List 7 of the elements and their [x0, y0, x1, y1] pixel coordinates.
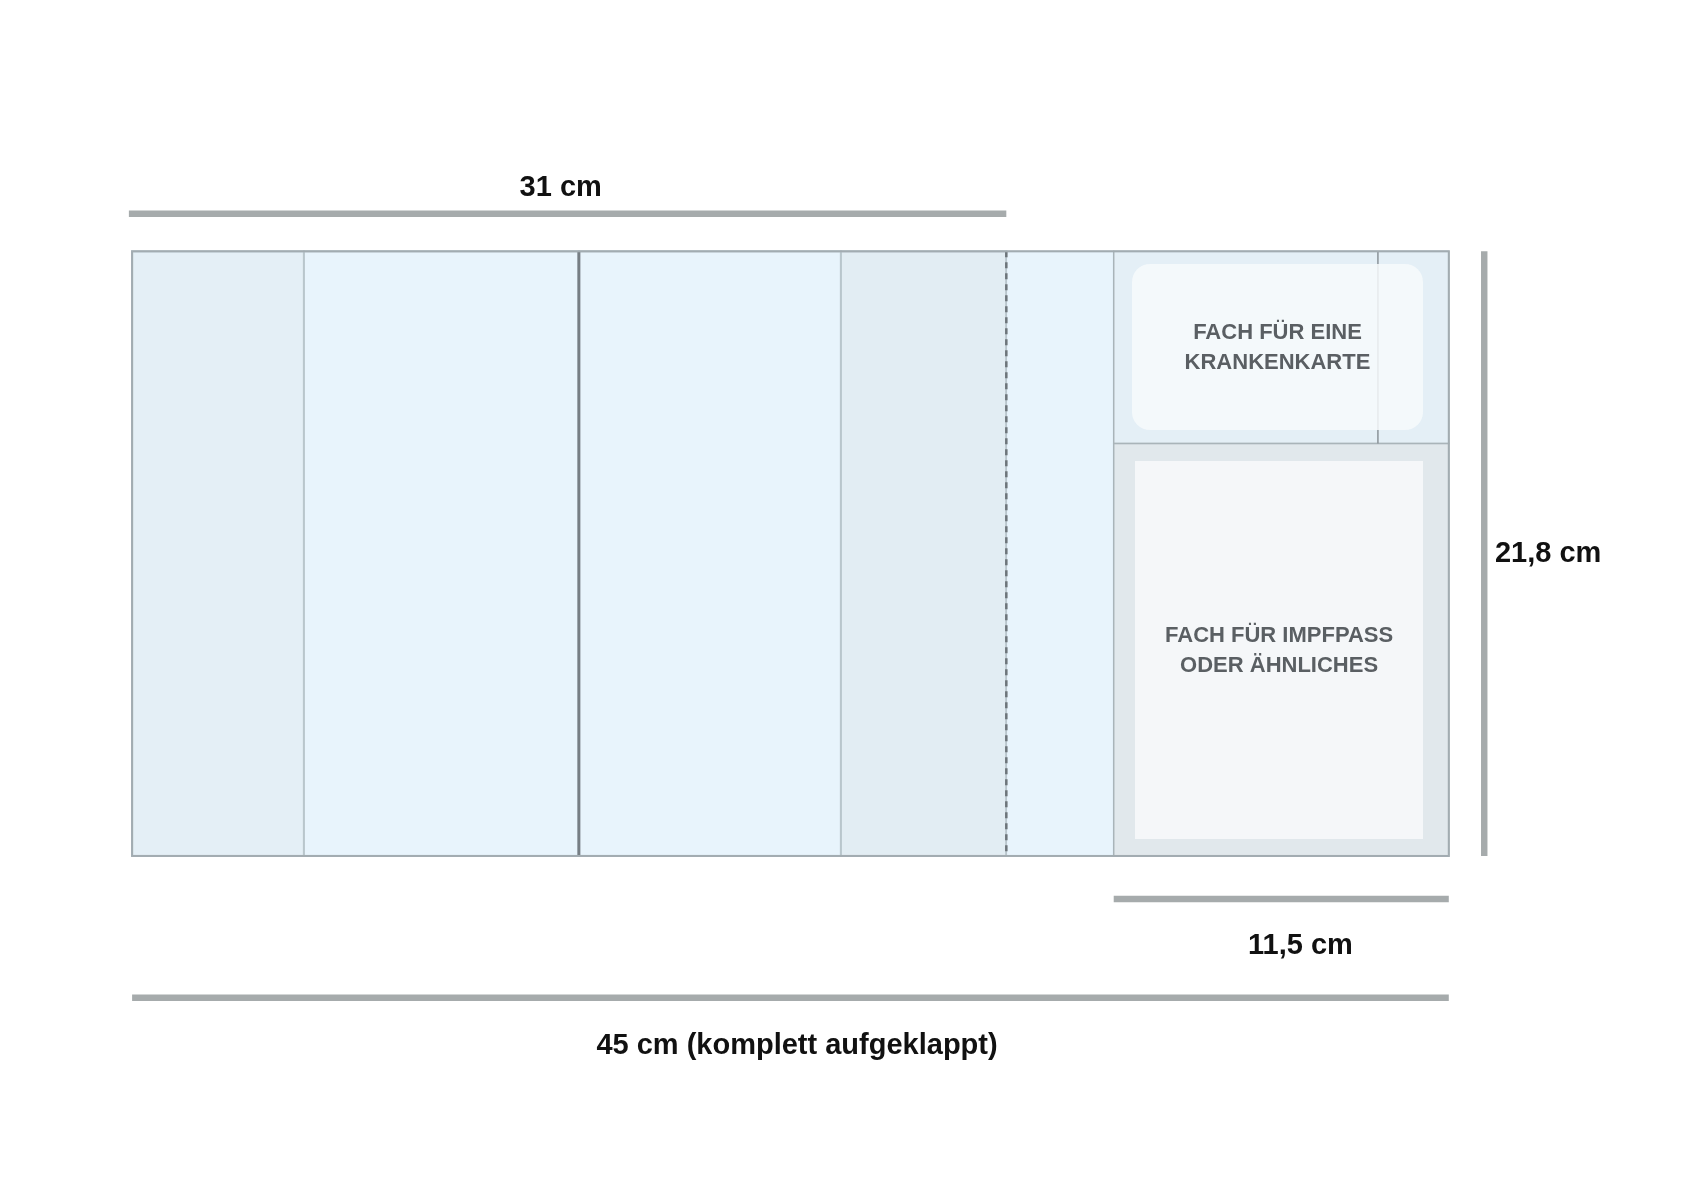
dimension-label: 11,5 cm — [1248, 927, 1353, 961]
dimension-label: 21,8 cm — [1494, 535, 1602, 569]
dimension-label: 45 cm (komplett aufgeklappt) — [596, 1028, 998, 1062]
card-pocket — [1131, 264, 1423, 430]
pocket-label: FACH FÜR IMPFPASS ODER ÄHNLICHES — [1164, 620, 1395, 679]
pocket-label: FACH FÜR EINE KRANKENKARTE — [1183, 317, 1372, 376]
dimension-label: 31 cm — [519, 170, 602, 204]
